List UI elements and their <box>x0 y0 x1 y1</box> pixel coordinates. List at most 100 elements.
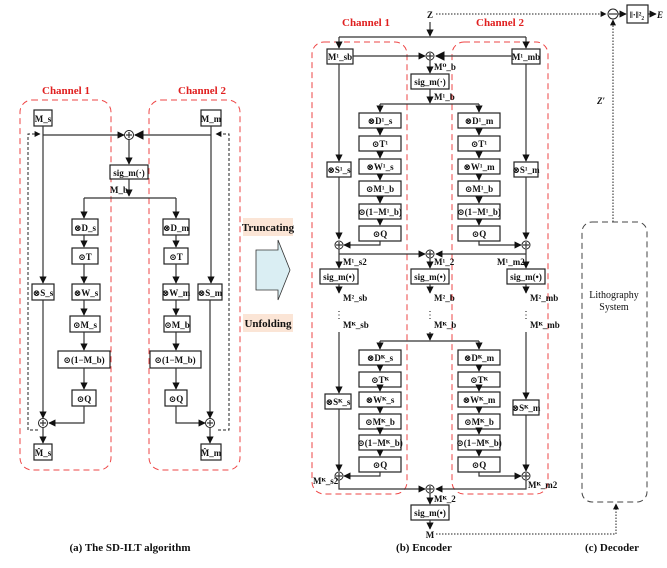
op-box <box>69 315 101 333</box>
svg-text:⊙Q: ⊙Q <box>77 394 92 404</box>
panel-b: Channel 1 Channel 2 Z M¹_sb M¹_mb M⁰_b s… <box>311 10 560 554</box>
svg-text:⊗D_s: ⊗D_s <box>74 223 97 233</box>
svg-text:⊗D_m: ⊗D_m <box>163 223 190 233</box>
transform-arrow-icon <box>255 239 291 301</box>
svg-text:⊗Dᴷ_s: ⊗Dᴷ_s <box>367 353 394 363</box>
svg-text:⊙T: ⊙T <box>78 252 92 262</box>
svg-text:Mᴷ_sb: Mᴷ_sb <box>343 320 369 330</box>
svg-text:⊗S_s: ⊗S_s <box>33 288 54 298</box>
error-label: E <box>656 10 663 20</box>
panel-c: ‖·‖²₂ E Z′ Lithography System (c) Decode… <box>436 4 663 554</box>
panel-b-channel2-frame <box>451 41 549 495</box>
svg-text:sig_m(·): sig_m(·) <box>414 77 446 87</box>
panel-b-input-z: Z <box>427 10 433 20</box>
lithography-system-box <box>581 221 648 503</box>
panel-a-ch2-ops: ⊗D_m ⊙T ⊗W_m ⊙M_b ⊙(1−M_b) ⊙Q <box>149 198 206 427</box>
svg-text:M¹_m2: M¹_m2 <box>497 257 525 267</box>
svg-text:M¹_2: M¹_2 <box>434 257 455 267</box>
svg-text:Mᴷ_m2: Mᴷ_m2 <box>528 480 558 490</box>
z-prime-label: Z′ <box>596 96 605 106</box>
svg-text:sig_m(•): sig_m(•) <box>414 272 446 282</box>
svg-text:⊙M_b: ⊙M_b <box>164 320 190 330</box>
svg-text:M¹_sb: M¹_sb <box>328 52 352 62</box>
unfolding-label: Unfolding <box>244 318 292 330</box>
op-box <box>71 283 101 301</box>
svg-text:Mᴷ_mb: Mᴷ_mb <box>530 320 560 330</box>
svg-text:M̂_m: M̂_m <box>201 448 222 458</box>
panel-a-ch1-ops: ⊗D_s ⊙T ⊗W_s ⊙M_s ⊙(1−M_b) ⊙Q <box>48 198 111 427</box>
panel-b-channel1-frame <box>311 41 408 495</box>
svg-text:sig_m(•): sig_m(•) <box>510 272 542 282</box>
op-box <box>71 218 99 236</box>
svg-text:⊙(1−Mᴷ_b): ⊙(1−Mᴷ_b) <box>456 438 501 448</box>
dots-3: ⋮ <box>521 310 531 321</box>
panel-b-sks <box>324 393 352 410</box>
svg-text:sig_m(·): sig_m(·) <box>113 168 145 178</box>
svg-text:⊗S¹_m: ⊗S¹_m <box>512 165 540 175</box>
panel-b-channel2-label: Channel 2 <box>476 17 524 29</box>
dots-2: ⋮ <box>425 310 435 321</box>
svg-text:⊙T¹: ⊙T¹ <box>471 139 488 149</box>
svg-text:⊙Q: ⊙Q <box>373 460 388 470</box>
svg-text:⊙(1−M_b): ⊙(1−M_b) <box>63 355 104 365</box>
panel-a-out-mm <box>200 443 222 461</box>
svg-text:⊙(1−Mᴷ_b): ⊙(1−Mᴷ_b) <box>357 438 402 448</box>
panel-b-caption: (b) Encoder <box>396 542 452 554</box>
panel-b-stage1-ch1: ⊗D¹_s ⊙T¹ ⊗W¹_s ⊙M¹_b ⊙(1−M¹_b) ⊙Q <box>343 104 402 249</box>
svg-text:⊗W¹_m: ⊗W¹_m <box>463 162 495 172</box>
svg-text:⊙Tᴷ: ⊙Tᴷ <box>371 375 390 385</box>
svg-text:⊙T: ⊙T <box>169 252 183 262</box>
svg-text:⊗S¹_s: ⊗S¹_s <box>327 165 351 175</box>
svg-text:⊗Sᴷ_m: ⊗Sᴷ_m <box>512 403 541 413</box>
svg-text:M_s: M_s <box>35 114 52 124</box>
svg-text:⊗Wᴷ_s: ⊗Wᴷ_s <box>366 395 395 405</box>
svg-text:⊙(1−M¹_b): ⊙(1−M¹_b) <box>358 207 402 217</box>
panel-b-output-m: M <box>426 530 435 540</box>
svg-text:⊗W_s: ⊗W_s <box>74 288 99 298</box>
svg-text:⊙(1−M_b): ⊙(1−M_b) <box>154 355 195 365</box>
svg-text:sig_m(•): sig_m(•) <box>323 272 355 282</box>
panel-b-stage1-ch2: ⊗D¹_m ⊙T¹ ⊗W¹_m ⊙M¹_b ⊙(1−M¹_b) ⊙Q <box>457 104 522 249</box>
svg-text:M²_b: M²_b <box>434 293 455 303</box>
dots-1: ⋮ <box>334 310 344 321</box>
unfolding-bg <box>243 314 293 332</box>
svg-text:Mᴷ_b: Mᴷ_b <box>434 320 456 330</box>
op-box <box>163 315 191 333</box>
svg-text:⊙Q: ⊙Q <box>472 229 487 239</box>
svg-text:⊗S_m: ⊗S_m <box>198 288 223 298</box>
svg-text:M²_mb: M²_mb <box>530 293 558 303</box>
svg-text:Mᴷ_s2: Mᴷ_s2 <box>313 476 339 486</box>
svg-text:M¹_s2: M¹_s2 <box>343 257 367 267</box>
panel-a-caption: (a) The SD-ILT algorithm <box>69 542 190 554</box>
svg-text:M̂_s: M̂_s <box>35 448 52 458</box>
svg-text:⊗Wᴷ_m: ⊗Wᴷ_m <box>463 395 496 405</box>
svg-text:⊗W_m: ⊗W_m <box>162 288 191 298</box>
panel-a-out-ms <box>33 443 53 461</box>
svg-text:M¹_mb: M¹_mb <box>512 52 540 62</box>
panel-a-channel2-label: Channel 2 <box>178 85 226 97</box>
svg-text:⊙M_s: ⊙M_s <box>73 320 98 330</box>
svg-text:⊙(1−M¹_b): ⊙(1−M¹_b) <box>457 207 501 217</box>
svg-text:⊙Q: ⊙Q <box>373 229 388 239</box>
panel-c-caption: (c) Decoder <box>585 542 639 554</box>
svg-text:⊗D¹_s: ⊗D¹_s <box>368 116 393 126</box>
svg-text:⊙Mᴷ_b: ⊙Mᴷ_b <box>464 417 494 427</box>
panel-b-stagek-ch1: ⊗Dᴷ_s ⊙Tᴷ ⊗Wᴷ_s ⊙Mᴷ_b ⊙(1−Mᴷ_b) ⊙Q <box>343 341 403 480</box>
svg-text:⊙Tᴷ: ⊙Tᴷ <box>470 375 489 385</box>
svg-text:M_m: M_m <box>201 114 222 124</box>
svg-text:‖·‖²₂: ‖·‖²₂ <box>630 10 645 20</box>
svg-text:⊗W¹_s: ⊗W¹_s <box>366 162 394 172</box>
svg-text:Mᴷ_2: Mᴷ_2 <box>434 494 456 504</box>
system-label: System <box>599 302 629 313</box>
svg-text:M_b: M_b <box>110 185 128 195</box>
panel-a-channel2-frame <box>148 99 241 471</box>
truncate-unfold: Truncating Unfolding <box>242 218 295 332</box>
panel-a-channel1-frame <box>19 99 112 471</box>
op-box <box>71 247 99 265</box>
panel-a-channel1-label: Channel 1 <box>42 85 90 97</box>
svg-text:⊙Mᴷ_b: ⊙Mᴷ_b <box>365 417 395 427</box>
svg-text:⊗Sᴷ_s: ⊗Sᴷ_s <box>326 397 351 407</box>
svg-text:M²_sb: M²_sb <box>343 293 367 303</box>
svg-text:⊗D¹_m: ⊗D¹_m <box>465 116 494 126</box>
